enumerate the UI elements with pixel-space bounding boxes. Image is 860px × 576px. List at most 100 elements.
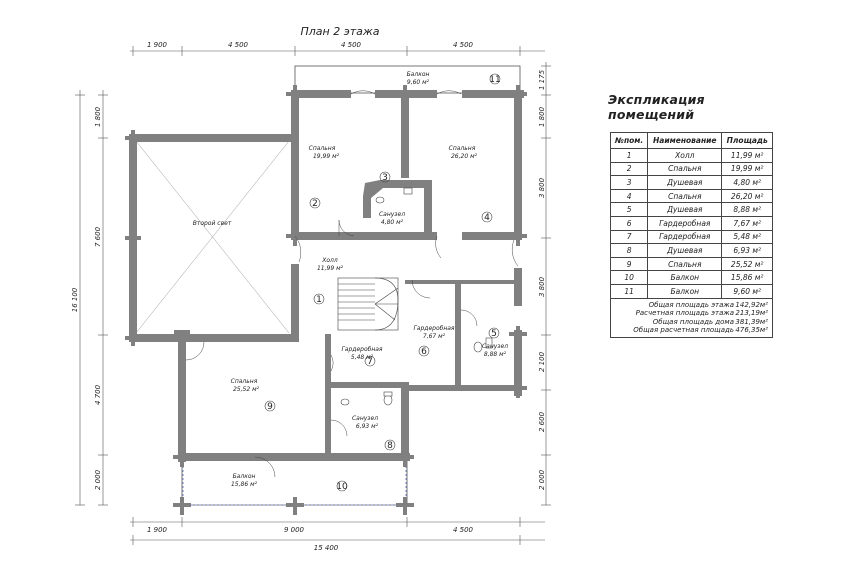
- room-1-name: Холл: [321, 257, 338, 264]
- room-10-name: Балкон: [233, 473, 256, 480]
- floor-plan: План 2 этажа 1 900 4 500 4 500: [71, 25, 551, 552]
- cell-area: 5,48 м²: [721, 229, 773, 245]
- room-10-area: 15,86 м²: [231, 481, 258, 488]
- cell-name: Спальня: [647, 256, 723, 272]
- cell-area: 9,60 м²: [721, 283, 773, 299]
- cell-number: 3: [609, 175, 649, 190]
- room-7-name: Гардеробная: [341, 346, 382, 353]
- dim-right-6: 2 600: [538, 411, 546, 432]
- cell-area: 7,67 м²: [721, 215, 773, 231]
- total-label: Общая площадь дома: [652, 317, 734, 326]
- room-5-area: 8,88 м²: [484, 351, 507, 358]
- dim-right-2: 1 800: [538, 106, 546, 127]
- cell-area: 11,99 м²: [721, 148, 773, 163]
- legend-header-row: №пом. Наименование Площадь: [609, 132, 773, 149]
- room-4-name: Спальня: [449, 145, 476, 152]
- dim-top-4: 4 500: [453, 41, 474, 49]
- room-1-number: 1: [316, 295, 322, 305]
- legend-title: Экспликация помещений: [608, 92, 705, 122]
- dim-left-4: 2 000: [94, 469, 102, 490]
- room-5-number: 5: [491, 329, 497, 339]
- cell-area: 15,86 м²: [721, 270, 773, 285]
- dim-left-2: 7 600: [94, 226, 102, 247]
- room-2-area: 19,99 м²: [313, 153, 340, 160]
- cell-name: Балкон: [647, 283, 723, 299]
- cell-number: 6: [609, 215, 649, 231]
- room-11-name: Балкон: [407, 71, 430, 78]
- cell-area: 26,20 м²: [721, 188, 773, 204]
- total-value: 476,35м²: [735, 326, 768, 335]
- door-swings: [185, 90, 519, 478]
- room-legend: Экспликация помещений №пом. Наименование…: [596, 92, 774, 338]
- room-7-area: 5,48 м²: [351, 354, 374, 361]
- legend-header-name: Наименование: [647, 132, 723, 149]
- total-label: Расчетная площадь этажа: [635, 309, 734, 318]
- second-light-cross: [135, 140, 290, 334]
- cell-number: 7: [609, 229, 649, 245]
- room-labels: Второй свет Спальня 19,99 м² 2 Спальня 2…: [193, 71, 508, 492]
- room-4-area: 26,20 м²: [451, 153, 478, 160]
- room-8-name: Санузел: [352, 415, 378, 422]
- room-10-number: 10: [336, 482, 348, 492]
- dim-bottom-3: 4 500: [453, 526, 474, 534]
- dim-top-3: 4 500: [341, 41, 362, 49]
- number-circles: [264, 73, 501, 492]
- dimension-labels: 1 900 4 500 4 500 4 500 1 900 9 000 4 50…: [71, 41, 546, 552]
- cell-number: 8: [609, 243, 649, 258]
- room-6-area: 7,67 м²: [423, 333, 446, 340]
- cell-area: 4,80 м²: [721, 175, 773, 190]
- room-11-area: 9,60 м²: [407, 79, 430, 86]
- total-value: 381,39м²: [735, 317, 768, 326]
- dim-right-4: 3 800: [538, 276, 546, 297]
- cell-number: 4: [609, 188, 649, 204]
- total-label: Общая расчетная площадь: [633, 326, 734, 335]
- room-3-area: 4,80 м²: [381, 219, 404, 226]
- room-2-number: 2: [312, 199, 318, 209]
- cell-name: Душевая: [647, 175, 723, 190]
- cell-number: 2: [609, 161, 649, 177]
- room-3-name: Санузел: [379, 211, 405, 218]
- dim-right-5: 2 100: [538, 351, 546, 372]
- staircase: [337, 277, 399, 331]
- dim-bottom-1: 1 900: [147, 526, 168, 534]
- dimension-lines: [75, 46, 551, 545]
- dim-top-1: 1 900: [147, 41, 168, 49]
- total-value: 142,92м²: [735, 300, 768, 309]
- room-5-name: Санузел: [482, 343, 508, 350]
- cell-number: 10: [609, 270, 649, 285]
- cell-number: 5: [609, 202, 649, 217]
- dim-left-total: 16 100: [71, 287, 79, 312]
- cell-number: 9: [609, 256, 649, 272]
- room-3-number: 3: [382, 173, 388, 183]
- room-1-area: 11,99 м²: [317, 265, 344, 272]
- dim-top-2: 4 500: [228, 41, 249, 49]
- cell-area: 19,99 м²: [721, 161, 773, 177]
- cell-name: Душевая: [647, 202, 723, 217]
- cell-number: 1: [609, 148, 649, 163]
- room-9-name: Спальня: [231, 378, 258, 385]
- dim-right-1: 1 175: [538, 69, 546, 90]
- cell-area: 25,52 м²: [721, 256, 773, 272]
- dim-right-3: 3 800: [538, 177, 546, 198]
- dim-bottom-2: 9 000: [284, 526, 305, 534]
- room-6-name: Гардеробная: [413, 325, 454, 332]
- dim-left-3: 4 700: [94, 384, 102, 405]
- room-6-number: 6: [421, 347, 427, 357]
- balcony-railing: [182, 458, 407, 506]
- cell-area: 8,88 м²: [721, 202, 773, 217]
- cell-name: Спальня: [647, 161, 723, 177]
- cell-name: Холл: [647, 148, 723, 163]
